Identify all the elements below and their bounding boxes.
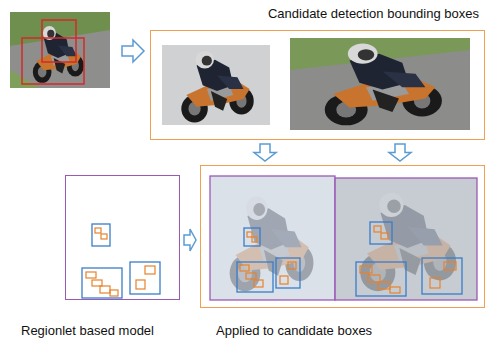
panel-caption: Applied to candidate boxes: [216, 323, 372, 339]
applied-crop: [335, 178, 477, 300]
panel-caption: Candidate detection bounding boxes: [268, 6, 479, 22]
hollow-arrow: [184, 229, 196, 251]
hollow-arrow: [389, 144, 411, 161]
regionlet-model: [82, 224, 160, 298]
applied-crop: [210, 176, 335, 300]
source-photo: [10, 12, 110, 88]
candidate-crop: [290, 38, 470, 130]
panel-caption: Regionlet based model: [21, 323, 154, 339]
hollow-arrow: [122, 40, 144, 62]
candidate-panel: Candidate detection bounding boxes: [150, 30, 485, 140]
model-panel: Regionlet based model: [65, 175, 180, 300]
hollow-arrow: [254, 144, 276, 161]
applied-panel: Applied to candidate boxes: [200, 165, 485, 308]
candidate-crop: [162, 45, 270, 125]
